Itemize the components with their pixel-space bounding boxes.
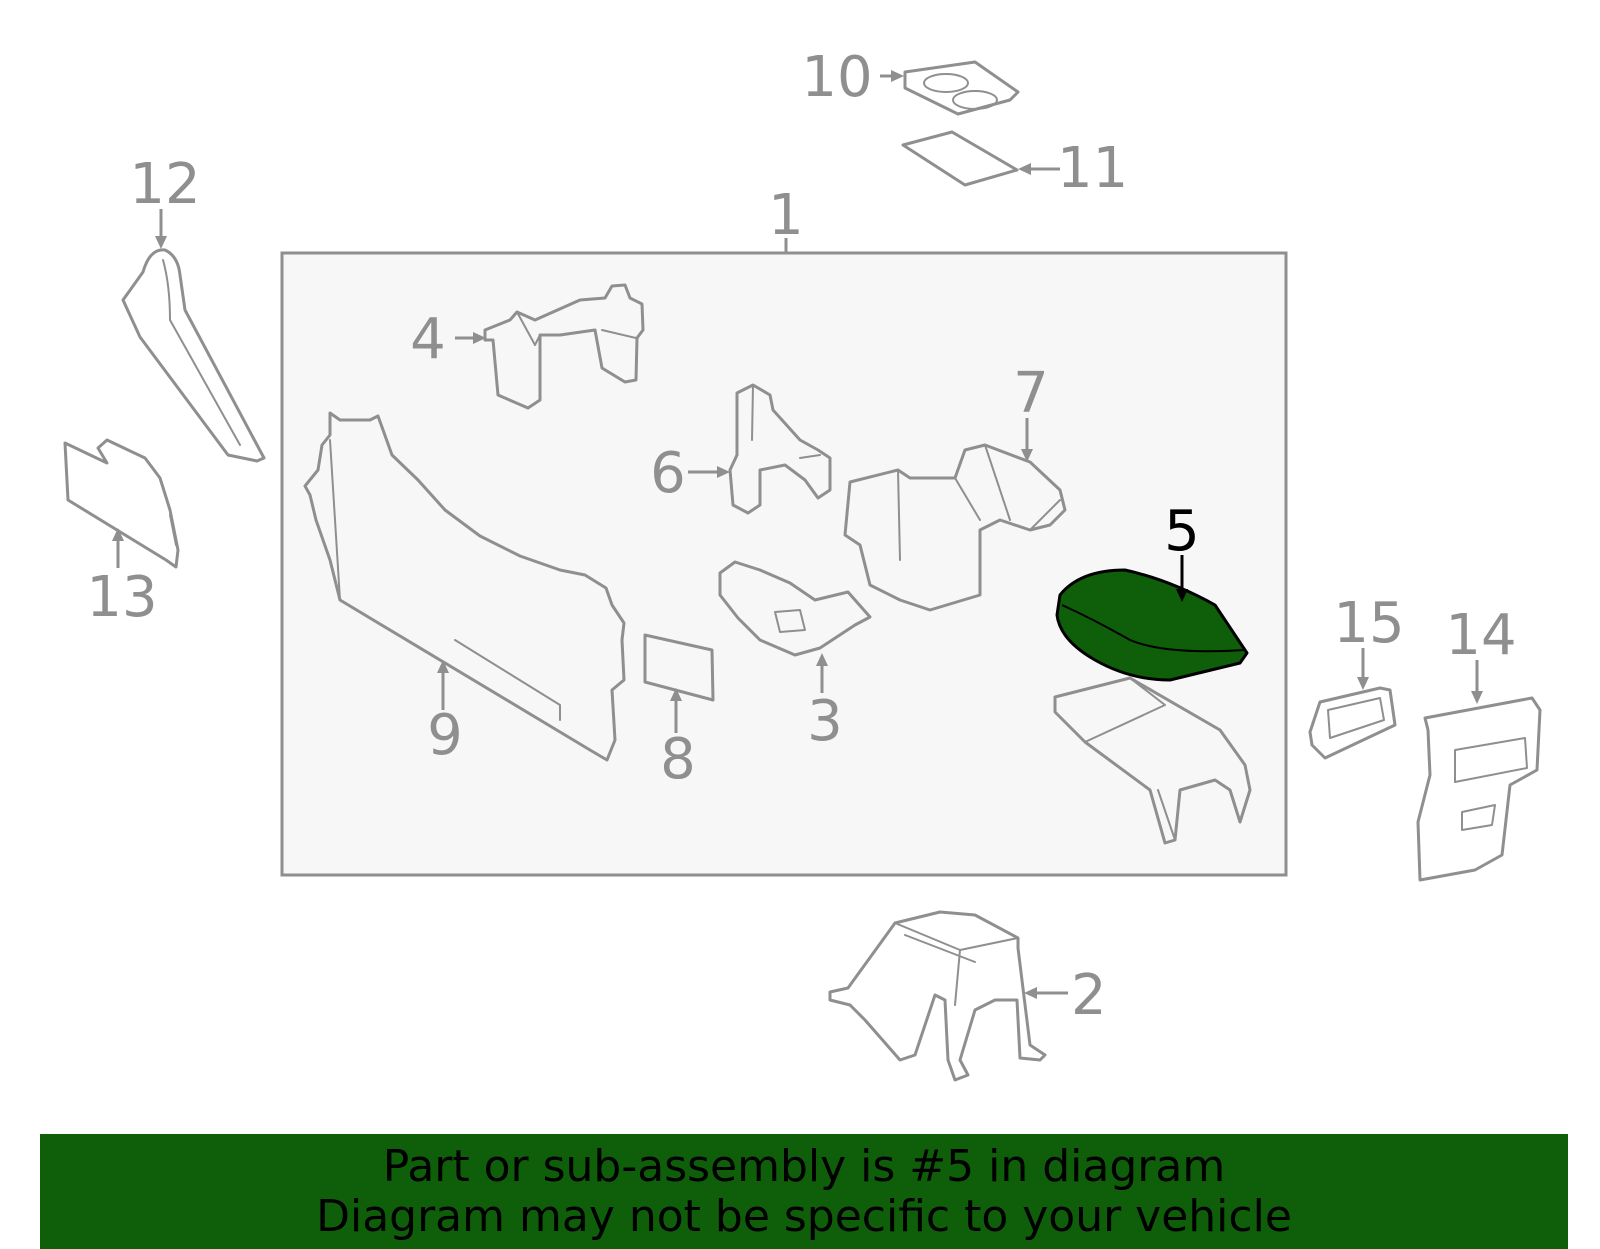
part-15-vent[interactable] — [1308, 686, 1397, 760]
part-11-mat[interactable] — [901, 130, 1019, 187]
callout-9[interactable]: 9 — [427, 703, 463, 768]
leader-lines — [112, 70, 1483, 999]
callout-4[interactable]: 4 — [410, 307, 446, 372]
callout-6[interactable]: 6 — [650, 441, 686, 506]
part-10-cup-holder[interactable] — [903, 60, 1020, 116]
callout-labels: 1 2 3 4 5 6 7 8 9 10 11 12 13 14 15 — [86, 45, 1516, 1028]
callout-8[interactable]: 8 — [660, 727, 696, 792]
callout-2[interactable]: 2 — [1071, 963, 1107, 1028]
assembly-box-1 — [280, 238, 1288, 877]
part-12-side-trim[interactable] — [121, 248, 266, 463]
callout-5[interactable]: 5 — [1164, 499, 1200, 564]
banner-line-2: Diagram may not be specific to your vehi… — [316, 1191, 1292, 1242]
callout-11[interactable]: 11 — [1057, 136, 1128, 201]
callout-14[interactable]: 14 — [1445, 603, 1516, 668]
callout-15[interactable]: 15 — [1333, 591, 1404, 656]
callout-13[interactable]: 13 — [86, 565, 157, 630]
part-8-plate[interactable] — [643, 633, 715, 702]
part-5-lid-base[interactable] — [1053, 676, 1252, 845]
part-2-frame[interactable] — [828, 910, 1047, 1082]
info-banner: Part or sub-assembly is #5 in diagram Di… — [40, 1134, 1568, 1249]
part-9-console-panel[interactable] — [303, 411, 626, 762]
banner-line-1: Part or sub-assembly is #5 in diagram — [382, 1141, 1226, 1192]
callout-1[interactable]: 1 — [768, 183, 804, 248]
part-4-bracket[interactable] — [483, 283, 645, 410]
callout-7[interactable]: 7 — [1013, 361, 1049, 426]
part-3-duct[interactable] — [718, 560, 872, 657]
callout-10[interactable]: 10 — [801, 45, 872, 110]
callout-3[interactable]: 3 — [807, 689, 843, 754]
part-13-side-panel[interactable] — [63, 438, 180, 569]
part-14-rear-panel[interactable] — [1416, 696, 1542, 882]
part-5-armrest[interactable] — [1055, 568, 1249, 682]
part-6-duct[interactable] — [728, 383, 832, 515]
callout-12[interactable]: 12 — [129, 152, 200, 217]
part-7-console-box[interactable] — [843, 443, 1067, 612]
